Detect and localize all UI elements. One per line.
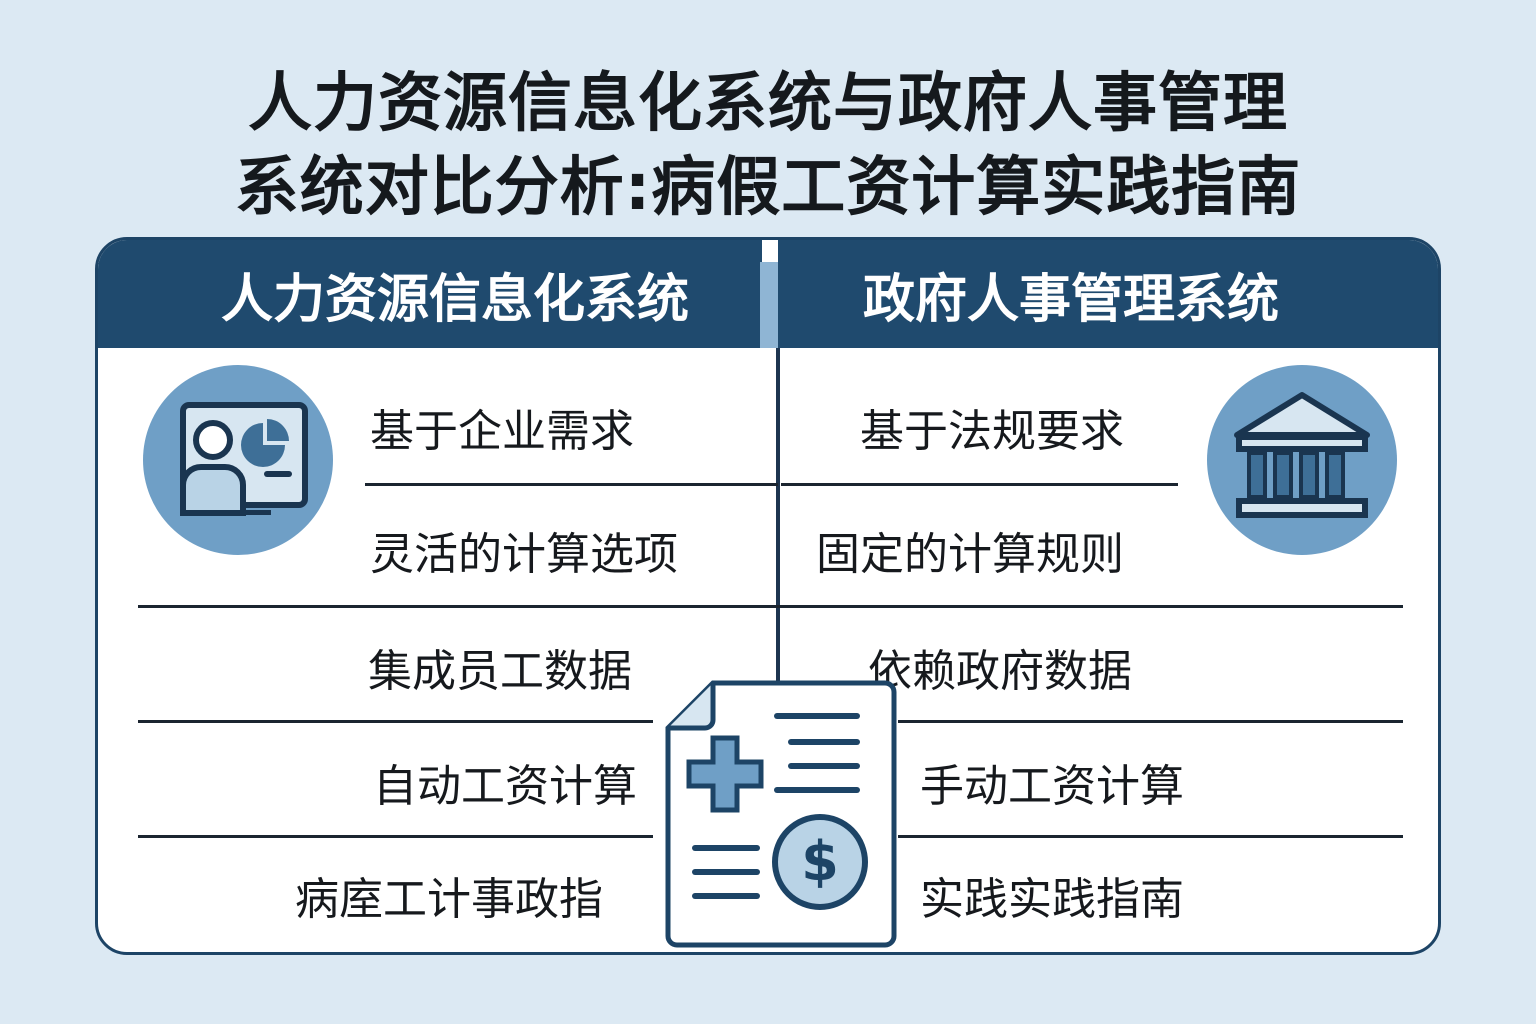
divider bbox=[898, 835, 1403, 838]
page-title-line-1: 人力资源信息化系统与政府人事管理 bbox=[248, 67, 1288, 141]
divider bbox=[138, 720, 653, 723]
divider bbox=[138, 605, 1403, 608]
column-divider bbox=[776, 348, 780, 693]
right-row-4: 手动工资计算 bbox=[920, 761, 1184, 812]
comparison-table: 人力资源信息化系统 政府人事管理系统 基于企业需求 灵活的计算选项 集成员工数据… bbox=[95, 237, 1441, 955]
svg-text:$: $ bbox=[801, 830, 839, 893]
right-row-2: 固定的计算规则 bbox=[816, 529, 1124, 580]
right-row-5: 实践实践指南 bbox=[920, 874, 1184, 925]
divider bbox=[365, 483, 778, 486]
left-row-3: 集成员工数据 bbox=[368, 646, 632, 697]
left-row-4: 自动工资计算 bbox=[373, 761, 637, 812]
person-dashboard-icon bbox=[143, 365, 333, 555]
left-row-5: 病庢工计事政指 bbox=[295, 874, 603, 925]
left-column-header: 人力资源信息化系统 bbox=[98, 240, 762, 348]
right-column-header: 政府人事管理系统 bbox=[778, 240, 1438, 348]
page-title-line-2: 系统对比分析:病假工资计算实践指南 bbox=[234, 151, 1302, 225]
right-row-3: 依赖政府数据 bbox=[868, 646, 1132, 697]
left-row-2: 灵活的计算选项 bbox=[370, 529, 678, 580]
divider bbox=[138, 835, 653, 838]
left-row-1: 基于企业需求 bbox=[370, 406, 634, 457]
medical-payroll-document-icon: $ bbox=[665, 680, 897, 948]
government-building-icon bbox=[1207, 365, 1397, 555]
right-row-1: 基于法规要求 bbox=[860, 406, 1124, 457]
header-divider bbox=[760, 262, 778, 348]
divider bbox=[781, 483, 1178, 486]
divider bbox=[898, 720, 1403, 723]
